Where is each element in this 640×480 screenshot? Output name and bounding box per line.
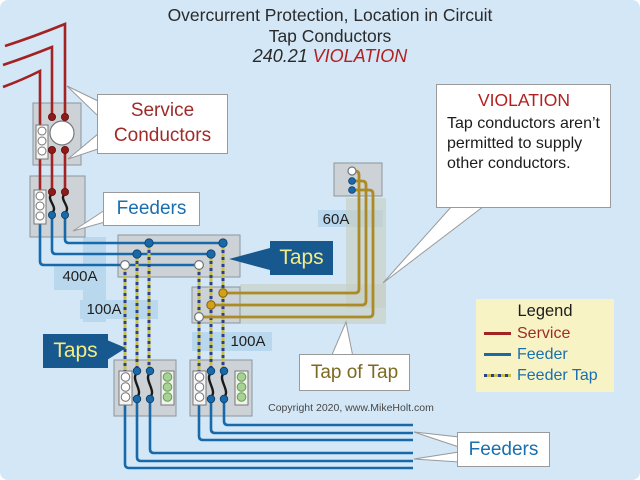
taps-left-label: Taps	[53, 339, 98, 362]
violation-status: VIOLATION	[312, 46, 408, 67]
violation-callout: VIOLATION Tap conductors aren’t permitte…	[436, 84, 611, 208]
feeders-top-label: Feeders	[116, 198, 187, 219]
feeder-wires	[38, 217, 413, 470]
taps-callout-tails	[107, 248, 270, 360]
red-terminals	[48, 113, 70, 196]
highlight-band-400a	[54, 266, 106, 290]
violation-title: VIOLATION	[477, 90, 571, 110]
rating-100a-right: 100A	[230, 333, 266, 350]
service-conductors-label: Service Conductors	[113, 100, 212, 146]
terminal-strips	[33, 124, 249, 406]
title-line-1: Overcurrent Protection, Location in Circ…	[167, 5, 493, 25]
copyright-notice: Copyright 2020, www.MikeHolt.com	[268, 402, 434, 414]
tap-of-tap-wires	[199, 169, 375, 319]
rating-60a: 60A	[322, 211, 350, 228]
legend-item-feeder: Feeder	[484, 344, 614, 365]
service-wires	[2, 22, 67, 196]
service-conductors-callout: Service Conductors	[97, 94, 228, 154]
service-line-swatch	[484, 332, 511, 335]
legend-service-label: Service	[517, 324, 571, 342]
title-line-2: Tap Conductors	[268, 25, 392, 46]
feeders-bottom-label: Feeders	[468, 438, 539, 460]
taps-left-callout: Taps	[43, 334, 108, 368]
white-lug-terminals	[119, 166, 357, 323]
rating-400a: 400A	[62, 268, 98, 285]
rating-100a-left: 100A	[86, 301, 122, 318]
blue-terminals	[48, 177, 356, 404]
feeders-bottom-callout: Feeders	[457, 432, 550, 467]
ground-terminals	[162, 372, 247, 402]
legend-item-service: Service	[484, 323, 614, 344]
legend-feeder-tap-label: Feeder Tap	[517, 366, 598, 384]
taps-right-label: Taps	[279, 246, 324, 269]
tap-of-tap-callout: Tap of Tap	[299, 354, 410, 391]
meter-dial	[49, 120, 75, 146]
violation-body: Tap conductors aren’t permitted to suppl…	[447, 115, 600, 172]
feeder-line-swatch	[484, 353, 511, 356]
diagram-title: Overcurrent Protection, Location in Circ…	[20, 5, 640, 68]
feeder-tap-wires	[123, 243, 225, 374]
taps-right-callout: Taps	[270, 241, 333, 275]
callout-tails	[66, 85, 486, 463]
legend-item-feeder-tap: Feeder Tap	[484, 365, 614, 386]
code-reference: 240.21	[252, 46, 308, 67]
feeders-top-callout: Feeders	[103, 192, 200, 226]
feeder-tap-line-swatch	[484, 374, 511, 377]
legend-title: Legend	[517, 302, 573, 320]
tap-of-tap-label: Tap of Tap	[310, 361, 399, 383]
legend: Legend Service Feeder Feeder Tap	[476, 299, 614, 392]
title-line-3: 240.21 VIOLATION	[20, 46, 640, 67]
tap-of-tap-terminals	[206, 288, 228, 310]
legend-feeder-label: Feeder	[517, 345, 568, 363]
